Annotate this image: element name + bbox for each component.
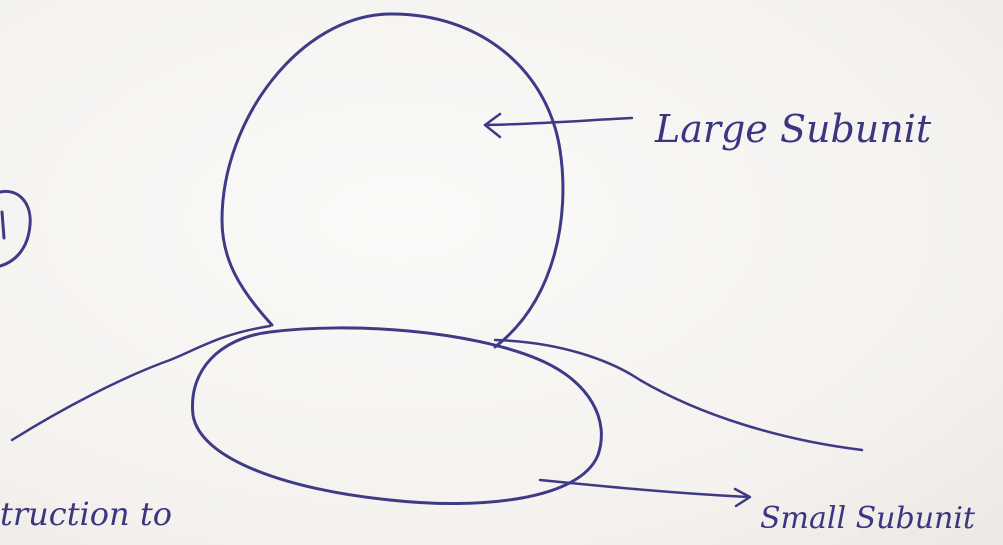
margin-text: truction to [0,495,172,533]
mrna-strand-right [495,340,862,450]
circled-number-stroke [2,212,4,238]
small-subunit-arrow-line [540,480,748,497]
large-subunit-shape [222,14,563,347]
large-subunit-label: Large Subunit [654,107,932,151]
large-subunit-arrow-line [485,118,632,125]
small-subunit-shape [192,328,601,504]
small-subunit-label: Small Subunit [760,501,976,536]
